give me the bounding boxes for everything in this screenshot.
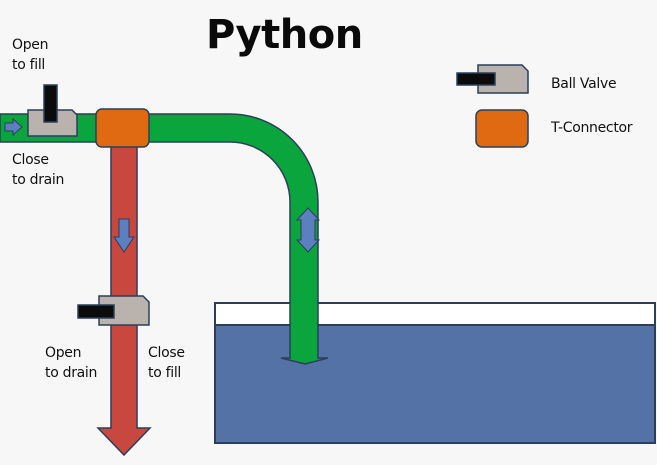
ball-valve-icon bbox=[456, 64, 529, 94]
top-valve-close-label: Close to drain bbox=[12, 152, 65, 188]
legend-t-connector-label: T-Connector bbox=[551, 120, 633, 136]
top-ball-valve-handle bbox=[43, 84, 58, 123]
drain-valve-open-label: Open to drain bbox=[45, 345, 98, 381]
drain-ball-valve[interactable] bbox=[77, 295, 150, 326]
t-connector bbox=[95, 108, 150, 148]
top-valve-open-label: Open to fill bbox=[12, 37, 49, 73]
inflow-arrow-icon bbox=[4, 117, 23, 137]
t-connector-icon bbox=[475, 109, 529, 148]
diagram-title: Python bbox=[206, 12, 363, 58]
drain-valve-close-label: Close to fill bbox=[148, 345, 185, 381]
fill-pipe bbox=[0, 113, 329, 365]
bidirectional-flow-arrow-icon bbox=[295, 207, 321, 253]
drain-ball-valve-handle bbox=[77, 304, 115, 319]
drain-flow-arrow-icon bbox=[113, 218, 135, 253]
tank-water bbox=[214, 324, 656, 444]
tank-rim bbox=[214, 302, 656, 326]
legend-ball-valve-label: Ball Valve bbox=[551, 76, 617, 92]
top-ball-valve[interactable] bbox=[27, 84, 78, 137]
legend bbox=[456, 64, 529, 148]
top-ball-valve-body bbox=[27, 109, 78, 137]
